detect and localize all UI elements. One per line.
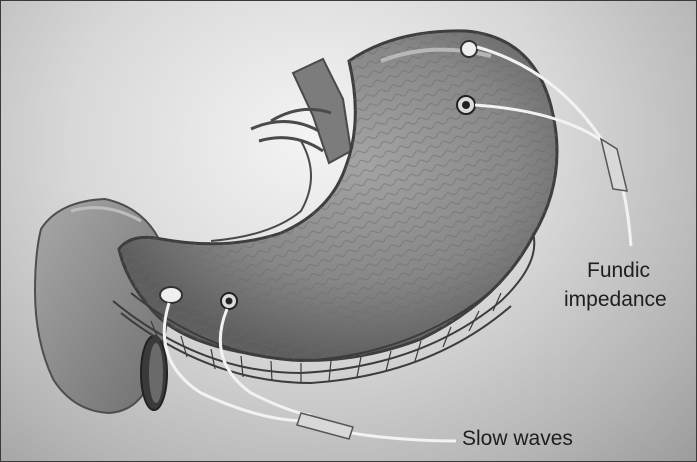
slow-wave-wire-connector: [297, 413, 353, 439]
slow-waves-label: Slow waves: [462, 427, 573, 451]
fundic-impedance-label-line1: Fundic: [587, 259, 650, 283]
fundic-wire-connector: [601, 139, 627, 191]
fundic-impedance-label-line2: impedance: [564, 288, 667, 312]
